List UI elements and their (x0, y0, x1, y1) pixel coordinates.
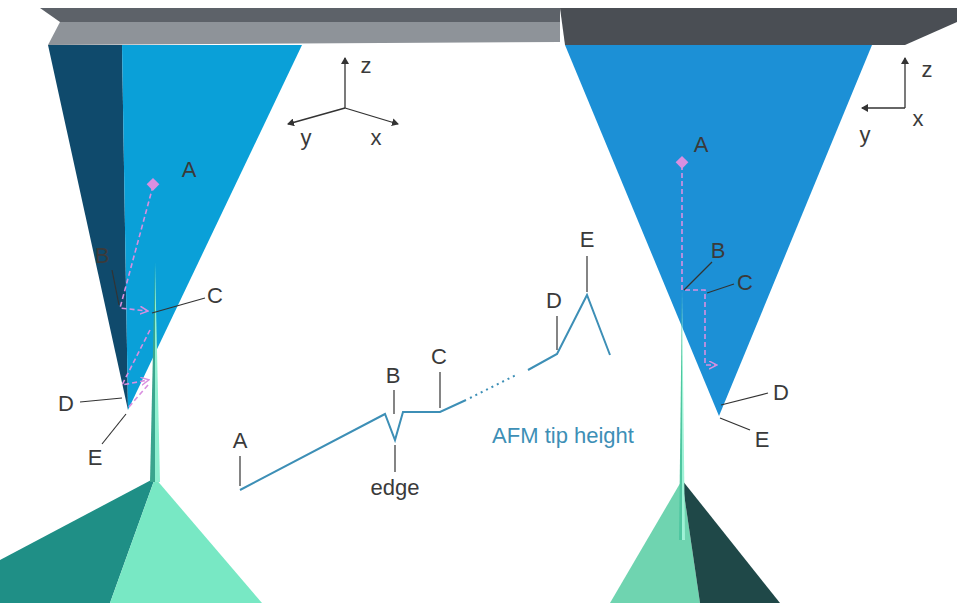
point-label: B (386, 365, 401, 387)
point-label: E (580, 229, 595, 251)
axis-label: y (301, 127, 312, 149)
axis-label: x (371, 127, 382, 149)
axis-label: x (913, 108, 924, 130)
point-label: A (233, 430, 248, 452)
point-label: A (694, 134, 709, 156)
point-label: E (755, 429, 770, 451)
axis-label: y (860, 124, 871, 146)
point-label: D (773, 382, 789, 404)
point-label: C (737, 272, 753, 294)
axis-label: z (361, 55, 372, 77)
point-label: A (182, 159, 197, 181)
point-label: D (546, 290, 562, 312)
point-label: C (207, 285, 223, 307)
axis-label: z (922, 59, 933, 81)
point-label: E (88, 447, 103, 469)
point-label: edge (371, 477, 420, 499)
curve-label: AFM tip height (492, 425, 634, 447)
point-label: C (431, 346, 447, 368)
point-label: B (711, 240, 726, 262)
point-label: B (95, 245, 110, 267)
point-label: D (58, 393, 74, 415)
